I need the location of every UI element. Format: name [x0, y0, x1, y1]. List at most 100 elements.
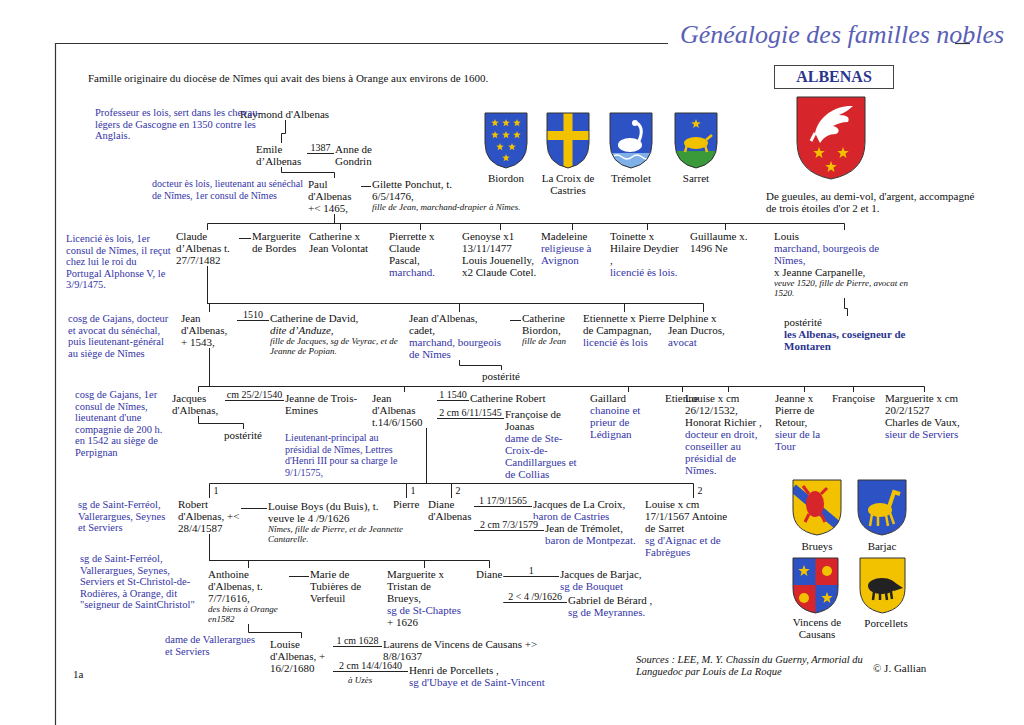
header-rule [55, 43, 668, 44]
person-entry: Jean d'Albenas, + 1543, [181, 312, 236, 348]
heraldic-shape [798, 565, 809, 576]
descent-line [335, 214, 421, 230]
family-name-box: ALBENAS [774, 65, 894, 89]
date-label: 2 cm 6/11/1545 [438, 407, 502, 418]
date-label: 1 17/9/1565 [478, 495, 528, 506]
caption-text: Trémolet [603, 172, 659, 184]
entry-text: fille de Jacques, sg de Veyrac, et de Je… [270, 336, 410, 356]
marriage-line [333, 671, 408, 672]
entry-text: sg de Bouquet [560, 580, 623, 592]
descent-line [427, 428, 452, 498]
entry-text: Françoise de Joanas [505, 408, 585, 432]
descent-line [427, 428, 694, 498]
shield-field [547, 113, 589, 168]
person-entry: postérité [224, 429, 262, 441]
person-entry: Laurens de Vincens de Causans +> 8/8/163… [383, 638, 543, 662]
descent-line [208, 266, 704, 312]
person-entry: Louise d'Albenas, + 16/2/1680 [270, 638, 332, 682]
heraldic-shape [873, 592, 892, 600]
entry-text: Jean d'Albenas, + 1543, [181, 312, 236, 348]
person-entry: Marie de Tubières de Verfeuil [310, 568, 380, 604]
person-entry: Jean d'Albenas t.14/6/1560 [372, 392, 436, 428]
entry-text: Jean de Trémolet, [545, 522, 623, 534]
entry-text: Genoyse x1 13/11/1477 Louis Jouenelly, x… [462, 230, 538, 278]
entry-text: avocat [668, 336, 697, 348]
heraldic-shape [825, 161, 836, 172]
entry-text: Jacques de Barjac, [560, 568, 642, 580]
entry-text: marchand. [389, 266, 435, 278]
heraldic-shape [675, 113, 717, 168]
coat-of-arms [675, 113, 717, 168]
person-entry: Marguerite de Bordes [252, 230, 304, 254]
shield-field [610, 113, 652, 168]
person-entry: Claude d’Albenas t. 27/7/1482 [176, 230, 238, 266]
coat-of-arms [858, 480, 906, 535]
entry-text: dame de Ste-Croix-de-Candillargues et de… [505, 432, 589, 480]
heraldic-shape [811, 133, 815, 141]
date-label: 2 cm 14/4/1640 [338, 660, 403, 671]
heraldic-shape [547, 113, 589, 168]
coat-of-arms [485, 113, 527, 168]
heraldic-shape [632, 120, 638, 126]
date-label: 2 [455, 485, 462, 496]
person-entry: Jean de Trémolet,baron de Montpezat. [545, 522, 636, 546]
caption-text: Brueys [793, 540, 841, 552]
shield-outline [610, 113, 652, 168]
person-entry: Anthoine d'Albenas, t. 7/7/1616,des bien… [208, 568, 288, 624]
entry-text: Paul d'Albenas +< 1465, [308, 178, 360, 214]
shield-field [858, 480, 906, 535]
heraldic-shape [821, 592, 832, 603]
heraldic-shape [612, 155, 652, 159]
person-entry: Genoyse x1 13/11/1477 Louis Jouenelly, x… [462, 230, 538, 278]
person-entry: Diane d'Albenas [428, 498, 473, 540]
entry-text: Gabriel de Bérard , [568, 594, 652, 606]
entry-text: Pierrette x Claude Pascal, [389, 230, 451, 266]
descent-line [208, 266, 460, 312]
date-label: 1 [213, 485, 220, 496]
biography-note: Professeur es lois, sert dans les chevau… [95, 107, 280, 142]
shield-field [675, 113, 717, 168]
entry-text: fille de Jean [522, 336, 566, 346]
heraldic-shape [491, 131, 499, 138]
heraldic-shape [508, 143, 516, 150]
entry-text: Jacques d'Albenas, [172, 392, 224, 416]
shield-outline [860, 558, 905, 613]
entry-text: Anne de Gondrin [335, 143, 393, 167]
entry-text: des biens à Orange en1582 [208, 604, 288, 624]
entry-text: Diane d'Albenas [428, 498, 473, 522]
coat-of-arms [547, 113, 589, 168]
entry-text: postérité [784, 316, 822, 328]
heraldic-shape [793, 558, 838, 613]
person-entry: Emile d’Albenas [256, 143, 306, 167]
biography-note: docteur ès lois, lieutenant au sénéchal … [152, 178, 305, 201]
heraldic-shape [806, 491, 824, 517]
heraldic-shape [860, 558, 905, 613]
heraldic-shape [496, 143, 504, 150]
descent-line [199, 416, 244, 429]
person-entry: Catherine de David,dite d’Anduze,fille d… [270, 312, 410, 356]
heraldic-shape [793, 488, 841, 528]
entry-text: Louis [774, 230, 799, 242]
entry-text: Diane [476, 568, 502, 580]
entry-text: marchand, bourgeois de Nîmes [409, 336, 509, 360]
person-entry: Paul d'Albenas +< 1465, [308, 178, 360, 214]
descent-line [335, 214, 648, 230]
entry-text: Marguerite x Tristan de Brueys, [387, 568, 457, 604]
descent-line [210, 534, 490, 568]
date-label: 2 cm 7/3/1579 [479, 519, 539, 530]
entry-text: Jean d'Albenas t.14/6/1560 [372, 392, 436, 428]
entry-text: Catherine Biordon, [522, 312, 592, 336]
entry-text: postérité [224, 429, 262, 441]
date-label: 1 [528, 565, 535, 576]
entry-text: Henri de Porcellets , [409, 664, 499, 676]
person-entry: postéritéles Albenas, coseigneur de Mont… [784, 316, 909, 352]
descent-line [282, 120, 286, 143]
entry-text: Françoise [832, 392, 875, 404]
entry-text: Nîmes, fille de Pierre, et de Jeannette … [268, 524, 408, 544]
entry-text: Robert d'Albenas, +< 28/4/1587 [178, 498, 240, 534]
entry-text: sg de St-Chaptes [387, 604, 461, 616]
entry-text: sieur de Serviers [885, 428, 958, 440]
person-entry: Louismarchand, bourgeois de Nîmes,x Jean… [774, 230, 914, 298]
entry-text: Marguerite de Bordes [252, 230, 304, 254]
entry-text: Delphine x Jean Ducros, [668, 312, 738, 336]
